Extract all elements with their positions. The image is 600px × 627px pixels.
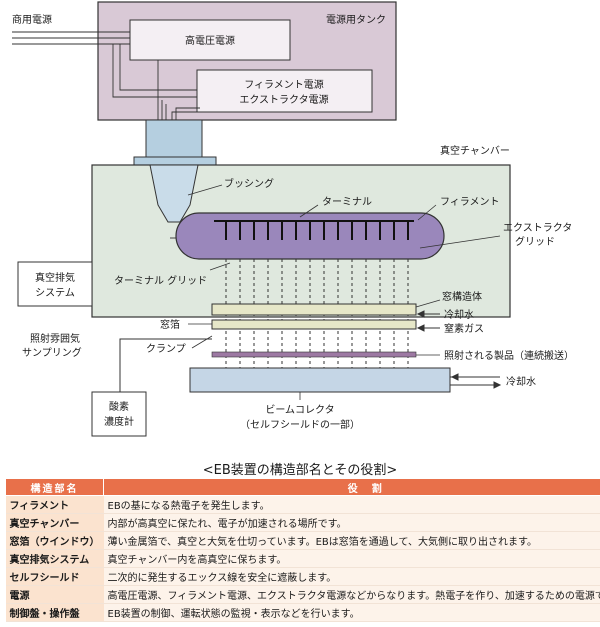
- row-name: 制御盤・操作盤: [5, 603, 104, 622]
- irradiated-product-label: 照射される製品（連続搬送）: [444, 349, 574, 362]
- table-row: 真空排気システム 真空チャンバー内を高真空に保ちます。: [5, 549, 600, 568]
- window-foil: [211, 319, 417, 330]
- table-row: セルフシールド 二次的に発生するエックス線を安全に遮蔽します。: [5, 567, 600, 586]
- table-row: フィラメント EBの基になる熱電子を発生します。: [5, 495, 600, 514]
- oxygen-meter-box: [91, 391, 147, 437]
- cooling-water-label: 冷却水: [444, 308, 474, 321]
- filament-rake: [214, 220, 414, 240]
- table-row: 電源 高電圧電源、フィラメント電源、エクストラクタ電源などからなります。熱電子を…: [5, 585, 600, 604]
- row-desc: 内部が高真空に保たれ、電子が加速される場所です。: [103, 513, 600, 532]
- eb-device-diagram: 電源用タンク 高電圧電源 フィラメント電源 エクストラクタ電源 商用電源 真空チ…: [12, 1, 574, 437]
- row-desc: 真空チャンバー内を高真空に保ちます。: [103, 549, 600, 568]
- oxygen-meter-label-2: 濃度計: [104, 415, 134, 428]
- table-header-row: 構造部名 役 割: [5, 478, 600, 496]
- header-role: 役 割: [102, 478, 600, 496]
- beam-collector-label-2: （セルフシールドの一部）: [240, 418, 360, 431]
- row-name: フィラメント: [5, 495, 104, 514]
- cooling-nitrogen-arrows: [416, 310, 440, 332]
- nitrogen-gas-label: 窒素ガス: [444, 322, 484, 335]
- sampling-label-1: 照射雰囲気: [30, 332, 80, 345]
- window-structure-label: 窓構造体: [442, 290, 482, 303]
- extractor-grid-label-1: エクストラクタ: [503, 222, 572, 234]
- row-name: 電源: [5, 585, 104, 604]
- bushing-flange: [133, 156, 217, 166]
- vacuum-exhaust-label-2: システム: [35, 287, 75, 299]
- table-row: 制御盤・操作盤 EB装置の制御、運転状態の監視・表示などを行います。: [5, 603, 600, 622]
- oxygen-meter-label-1: 酸素: [109, 400, 129, 413]
- row-desc: 薄い金属箔で、真空と大気を仕切っています。EBは窓箔を通過して、大気側に取り出さ…: [103, 531, 600, 550]
- terminal-grid-label: ターミナル グリッド: [114, 274, 207, 287]
- commercial-power-label: 商用電源: [12, 13, 52, 26]
- row-name: セルフシールド: [5, 567, 104, 586]
- terminal-label: ターミナル: [322, 196, 372, 208]
- beam-collector: [189, 367, 451, 393]
- row-desc: 高電圧電源、フィラメント電源、エクストラクタ電源などからなります。熱電子を作り、…: [103, 585, 600, 604]
- cooling-water-2-label: 冷却水: [506, 375, 536, 388]
- extractor-power-label: エクストラクタ電源: [239, 93, 328, 106]
- roles-table: 構造部名 役 割 フィラメント EBの基になる熱電子を発生します。 真空チャンバ…: [5, 478, 600, 622]
- row-name: 窓箔（ウインドウ）: [5, 531, 104, 550]
- commercial-power-lines: [12, 31, 197, 98]
- filament-extractor-power-box: [196, 69, 373, 113]
- high-voltage-power-box: [129, 19, 291, 61]
- row-desc: 二次的に発生するエックス線を安全に遮蔽します。: [103, 567, 600, 586]
- clamp-label: クランプ: [146, 343, 186, 355]
- collector-cooling-arrows: [450, 373, 502, 389]
- window-foil-label: 窓箔: [160, 318, 180, 331]
- filament-power-label: フィラメント電源: [244, 78, 324, 91]
- window-structure: [211, 303, 417, 316]
- bushing-label: ブッシング: [224, 177, 274, 190]
- extractor-grid-label-2: グリッド: [515, 235, 555, 248]
- filament-label: フィラメント: [440, 196, 500, 208]
- vacuum-exhaust-box: [17, 261, 93, 307]
- vacuum-chamber-label: 真空チャンバー: [440, 144, 510, 157]
- table-caption: <EB装置の構造部名とその役割>: [202, 463, 398, 478]
- sampling-line: [119, 338, 212, 392]
- vacuum-exhaust-label-1: 真空排気: [35, 271, 75, 284]
- bushing-leader: [187, 184, 223, 196]
- row-name: 真空チャンバー: [5, 513, 104, 532]
- table-row: 窓箔（ウインドウ） 薄い金属箔で、真空と大気を仕切っています。EBは窓箔を通過し…: [5, 531, 600, 550]
- power-tank-label: 電源用タンク: [326, 13, 386, 26]
- irradiated-product: [211, 351, 417, 358]
- bushing-column: [145, 119, 203, 158]
- beam-collector-label-1: ビームコレクタ: [265, 404, 334, 416]
- table-row: 真空チャンバー 内部が高真空に保たれ、電子が加速される場所です。: [5, 513, 600, 532]
- high-voltage-power-label: 高電圧電源: [185, 34, 235, 47]
- header-name: 構造部名: [5, 478, 104, 496]
- row-desc: EB装置の制御、運転状態の監視・表示などを行います。: [103, 603, 600, 622]
- sampling-label-2: サンプリング: [22, 346, 82, 359]
- row-name: 真空排気システム: [5, 549, 104, 568]
- row-desc: EBの基になる熱電子を発生します。: [103, 495, 600, 514]
